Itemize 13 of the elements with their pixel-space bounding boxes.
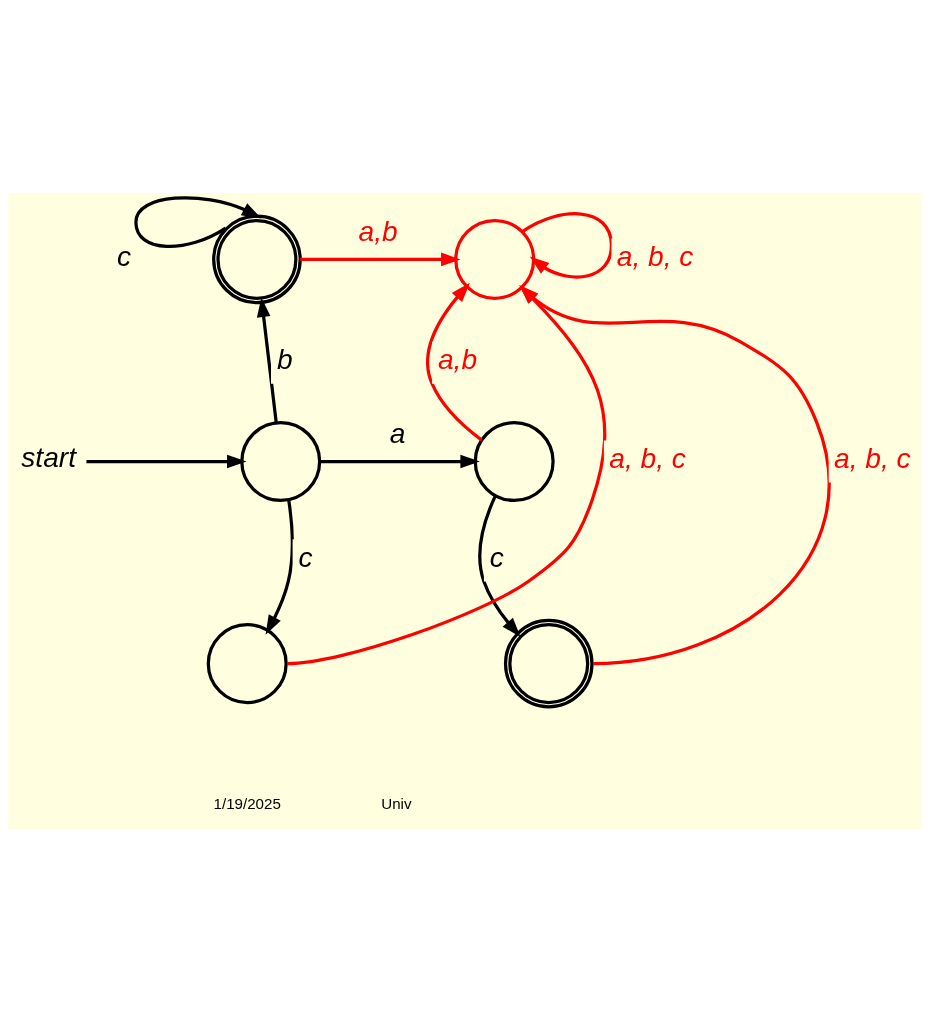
edge-label: b: [276, 343, 293, 375]
edge-label: a, b, c: [834, 442, 911, 474]
edge-label: c: [116, 240, 132, 272]
label: 1/19/2025: [213, 795, 281, 813]
label: Univ: [381, 795, 412, 813]
edge-label: c: [489, 541, 504, 573]
edge-label: a,b: [437, 343, 478, 375]
edge-label: a,b: [358, 216, 398, 248]
edge-label: c: [298, 541, 313, 573]
edge-label: a, b, c: [616, 240, 694, 272]
edge-label: a: [389, 418, 406, 450]
edge-label: a, b, c: [609, 442, 686, 474]
node-text: start: [21, 442, 76, 474]
